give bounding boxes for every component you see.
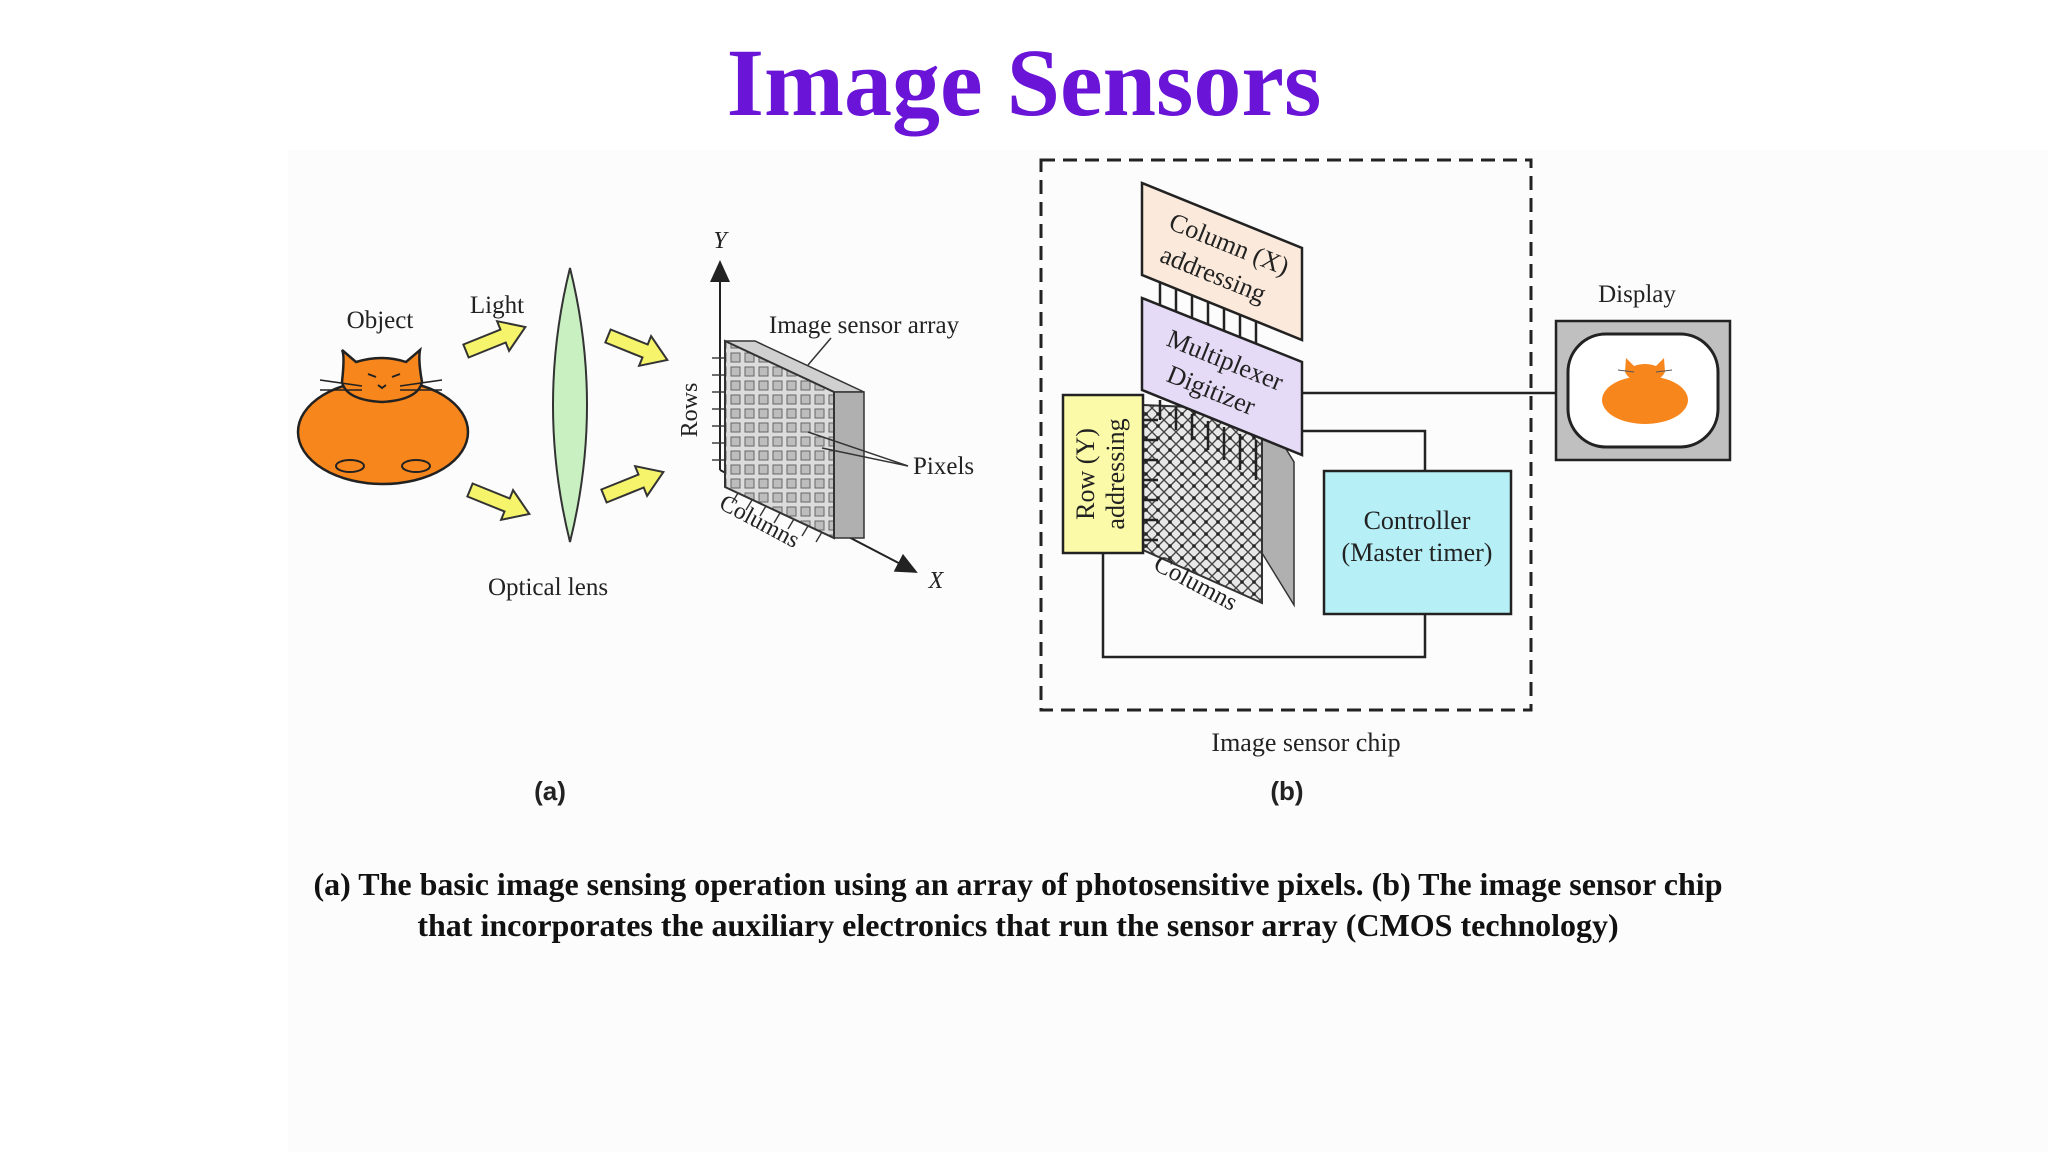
chip-label: Image sensor chip	[1211, 728, 1400, 757]
rows-label: Rows	[677, 383, 703, 438]
array-label: Image sensor array	[769, 312, 960, 339]
cat-object-icon	[296, 346, 470, 486]
controller-block	[1322, 469, 1513, 616]
multiplexer-digitizer-block	[1140, 296, 1304, 457]
figure-caption: (a) The basic image sensing operation us…	[313, 866, 1723, 943]
optical-lens-icon	[552, 267, 588, 543]
lens-label: Optical lens	[488, 574, 608, 601]
image-sensor-array	[712, 339, 865, 543]
row-block-line2: addressing	[1101, 418, 1130, 529]
pixels-pointer	[807, 431, 909, 467]
array-label-pointer	[807, 337, 832, 366]
display-label: Display	[1598, 281, 1676, 308]
panel-a: Object Light Optical lens Y X	[296, 228, 974, 806]
row-block-line1: Row (Y)	[1071, 428, 1100, 520]
sub-label-a: (a)	[534, 776, 566, 806]
controller-line1: Controller	[1364, 506, 1471, 535]
sub-label-b: (b)	[1270, 776, 1303, 806]
light-arrow-icon	[462, 319, 670, 522]
slide-title: Image Sensors	[726, 29, 1322, 136]
y-axis-label: Y	[713, 228, 729, 254]
display-icon	[1554, 319, 1732, 462]
row-addressing-block	[1061, 393, 1145, 555]
chip-boundary	[1039, 158, 1533, 712]
pixels-label: Pixels	[913, 453, 974, 480]
column-addressing-block	[1140, 181, 1304, 342]
chip-sensor-array	[1142, 403, 1295, 608]
controller-line2: (Master timer)	[1342, 538, 1493, 567]
x-axis-label: X	[928, 568, 945, 594]
connection-lines	[1101, 391, 1556, 659]
panel-b: Image sensor chip Column (X) addressing	[1039, 158, 1732, 806]
object-label: Object	[347, 307, 414, 334]
light-label: Light	[470, 292, 524, 319]
row-wires	[1143, 418, 1158, 542]
mux-wires	[1158, 400, 1258, 480]
